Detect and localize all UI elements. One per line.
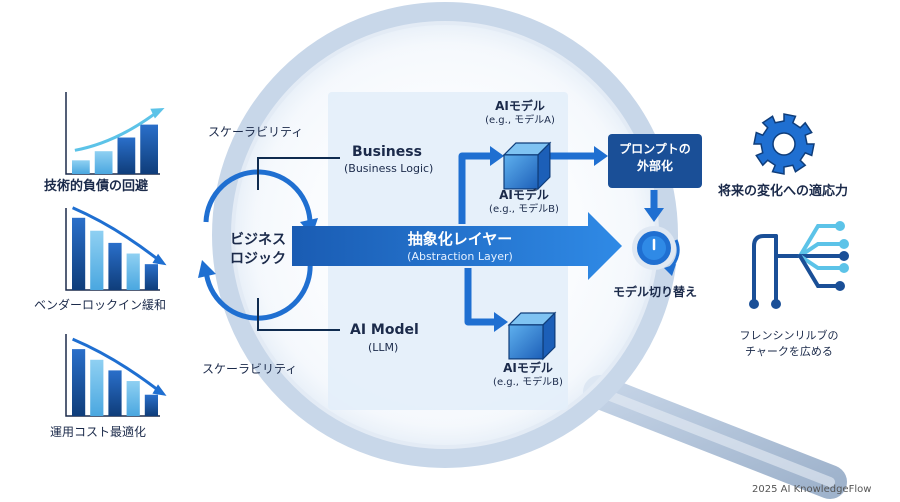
prompt-box-line2: 外部化 [636,159,673,173]
ai-model-subtitle: (LLM) [368,341,399,354]
abstraction-layer-arrow [292,212,622,280]
prompt-box [608,134,702,188]
gear-icon [753,113,815,175]
trend-arrow [72,206,163,264]
cube-front [503,154,539,190]
model-c-subtitle: (e.g., モデルB) [493,377,563,388]
adaptability-label: 将来の変化への適応力 [718,184,849,199]
arrow-heads [490,146,664,332]
routing-arrows [458,152,658,326]
chart-bar [94,151,113,174]
branch-nodes [749,221,849,309]
chart-bar [126,381,140,416]
chart-bar [72,217,86,290]
abstraction-title: 抽象化レイヤー [407,230,513,248]
model-c-title: AIモデル [503,361,553,375]
chart-2 [65,206,167,291]
chart-label-tech-debt: 技術的負債の回避 [44,179,149,194]
chart-1 [65,92,165,175]
model-a-subtitle: (e.g., モデルA) [485,115,555,126]
trend-arrow [74,109,161,152]
trend-arrow-head [150,108,165,119]
business-logic-line2: ロジック [230,251,286,267]
chart-bar [117,137,136,174]
business-title: Business [352,144,422,160]
ai-model-title: AI Model [350,322,419,338]
chart-bar [90,359,104,416]
trend-arrow-head [152,253,167,266]
chart-bar [126,253,140,290]
chart-bar [72,160,90,174]
scalability-bottom-label: スケーラビリティ [202,362,298,376]
model-a-cube [502,141,552,191]
chart-3 [65,334,167,417]
branch-circuit-icon [752,224,844,304]
chart-bar [144,264,158,290]
model-cubes [502,141,557,361]
chart-bar [90,230,104,290]
chart-bar [108,370,122,416]
chart-bar [72,349,86,416]
prompt-box-line1: プロンプトの [619,142,691,156]
chart-bar [140,124,158,174]
gear-hole [772,132,796,156]
model-c-cube [507,311,557,361]
trend-arrow-head [152,384,167,396]
business-logic-line1: ビジネス [230,232,286,248]
cube-front [508,324,544,360]
chart-label-vendor-lockin: ベンダーロックイン緩和 [34,298,167,312]
trend-arrow [72,337,163,394]
business-logic-cycle [198,157,340,331]
branch-text-line1: フレンシンリルブの [739,329,839,342]
chart-bar [144,394,158,416]
model-switch-knob [632,226,680,276]
benefit-charts [65,92,167,417]
business-subtitle: (Business Logic) [344,162,434,175]
branch-text-line2: チャークを広める [745,345,833,358]
chart-label-cost: 運用コスト最適化 [50,425,147,439]
model-a-title: AIモデル [495,99,545,113]
model-b-subtitle: (e.g., モデルB) [489,204,559,215]
chart-bar [108,242,122,290]
model-b-title: AIモデル [499,188,549,202]
footer-credit: 2025 AI KnowledgeFlow [752,484,872,495]
abstraction-subtitle: (Abstraction Layer) [407,250,513,263]
scalability-top-label: スケーラビリティ [208,125,304,139]
model-switch-label: モデル切り替え [612,285,697,299]
